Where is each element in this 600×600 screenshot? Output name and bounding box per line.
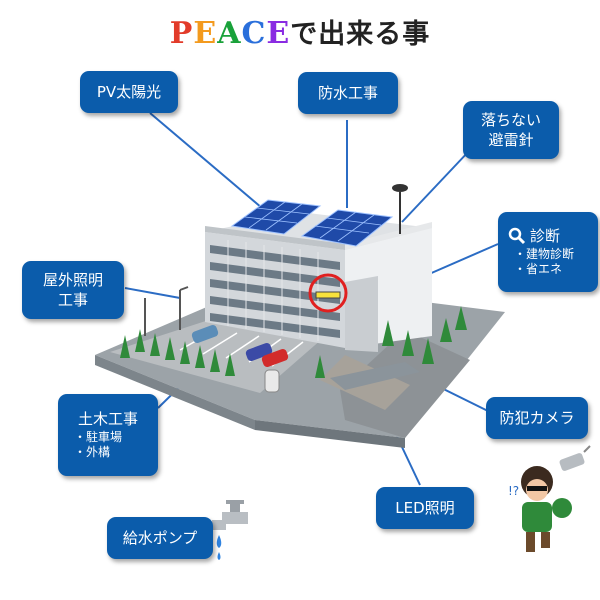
label-text: 土木工事 [77, 410, 138, 429]
label-text: PV太陽光 [96, 82, 162, 101]
magnifier-icon [508, 227, 526, 245]
label-text: LED照明 [395, 498, 455, 517]
solar-panels [230, 199, 394, 247]
label-lightning-rod: 落ちない 避雷針 [463, 101, 559, 159]
label-water-pump: 給水ポンプ [107, 517, 213, 559]
civil-item: ・駐車場 [74, 430, 123, 445]
label-text: 給水ポンプ [122, 528, 198, 547]
diagnosis-title-row: 診断 [508, 226, 560, 246]
page-title: PEACEで出来る事 [0, 12, 600, 51]
label-outdoor-lighting: 屋外照明 工事 [22, 261, 124, 319]
diagnosis-item: ・建物診断 [514, 247, 575, 262]
label-text: 屋外照明 工事 [42, 270, 103, 309]
label-text: 防犯カメラ [499, 408, 575, 427]
street-lamp [144, 286, 189, 336]
label-diagnosis: 診断 ・建物診断 ・省エネ [498, 212, 598, 292]
label-waterproofing: 防水工事 [298, 72, 398, 114]
trees [120, 306, 467, 378]
faucet-icon [212, 500, 248, 560]
label-security-camera: 防犯カメラ [486, 397, 588, 439]
title-letter: P [169, 16, 194, 51]
label-text: 落ちない 避雷針 [480, 110, 541, 149]
led-highlight-ring [308, 273, 348, 313]
title-letter: A [217, 16, 242, 51]
title-letter: E [193, 16, 218, 51]
title-letter: C [241, 16, 267, 51]
title-rest: で出来る事 [290, 19, 431, 50]
label-led-lighting: LED照明 [376, 487, 474, 529]
civil-item: ・外構 [74, 445, 111, 460]
title-letter: E [266, 16, 291, 51]
label-pv-solar: PV太陽光 [80, 71, 178, 113]
diagnosis-item: ・省エネ [514, 262, 563, 277]
burglar-icon: !? [508, 445, 591, 552]
label-civil-engineering: 土木工事 ・駐車場 ・外構 [58, 394, 158, 476]
label-text: 診断 [530, 227, 561, 246]
svg-text:!?: !? [508, 484, 519, 498]
cars [191, 325, 289, 393]
label-text: 防水工事 [317, 83, 378, 102]
